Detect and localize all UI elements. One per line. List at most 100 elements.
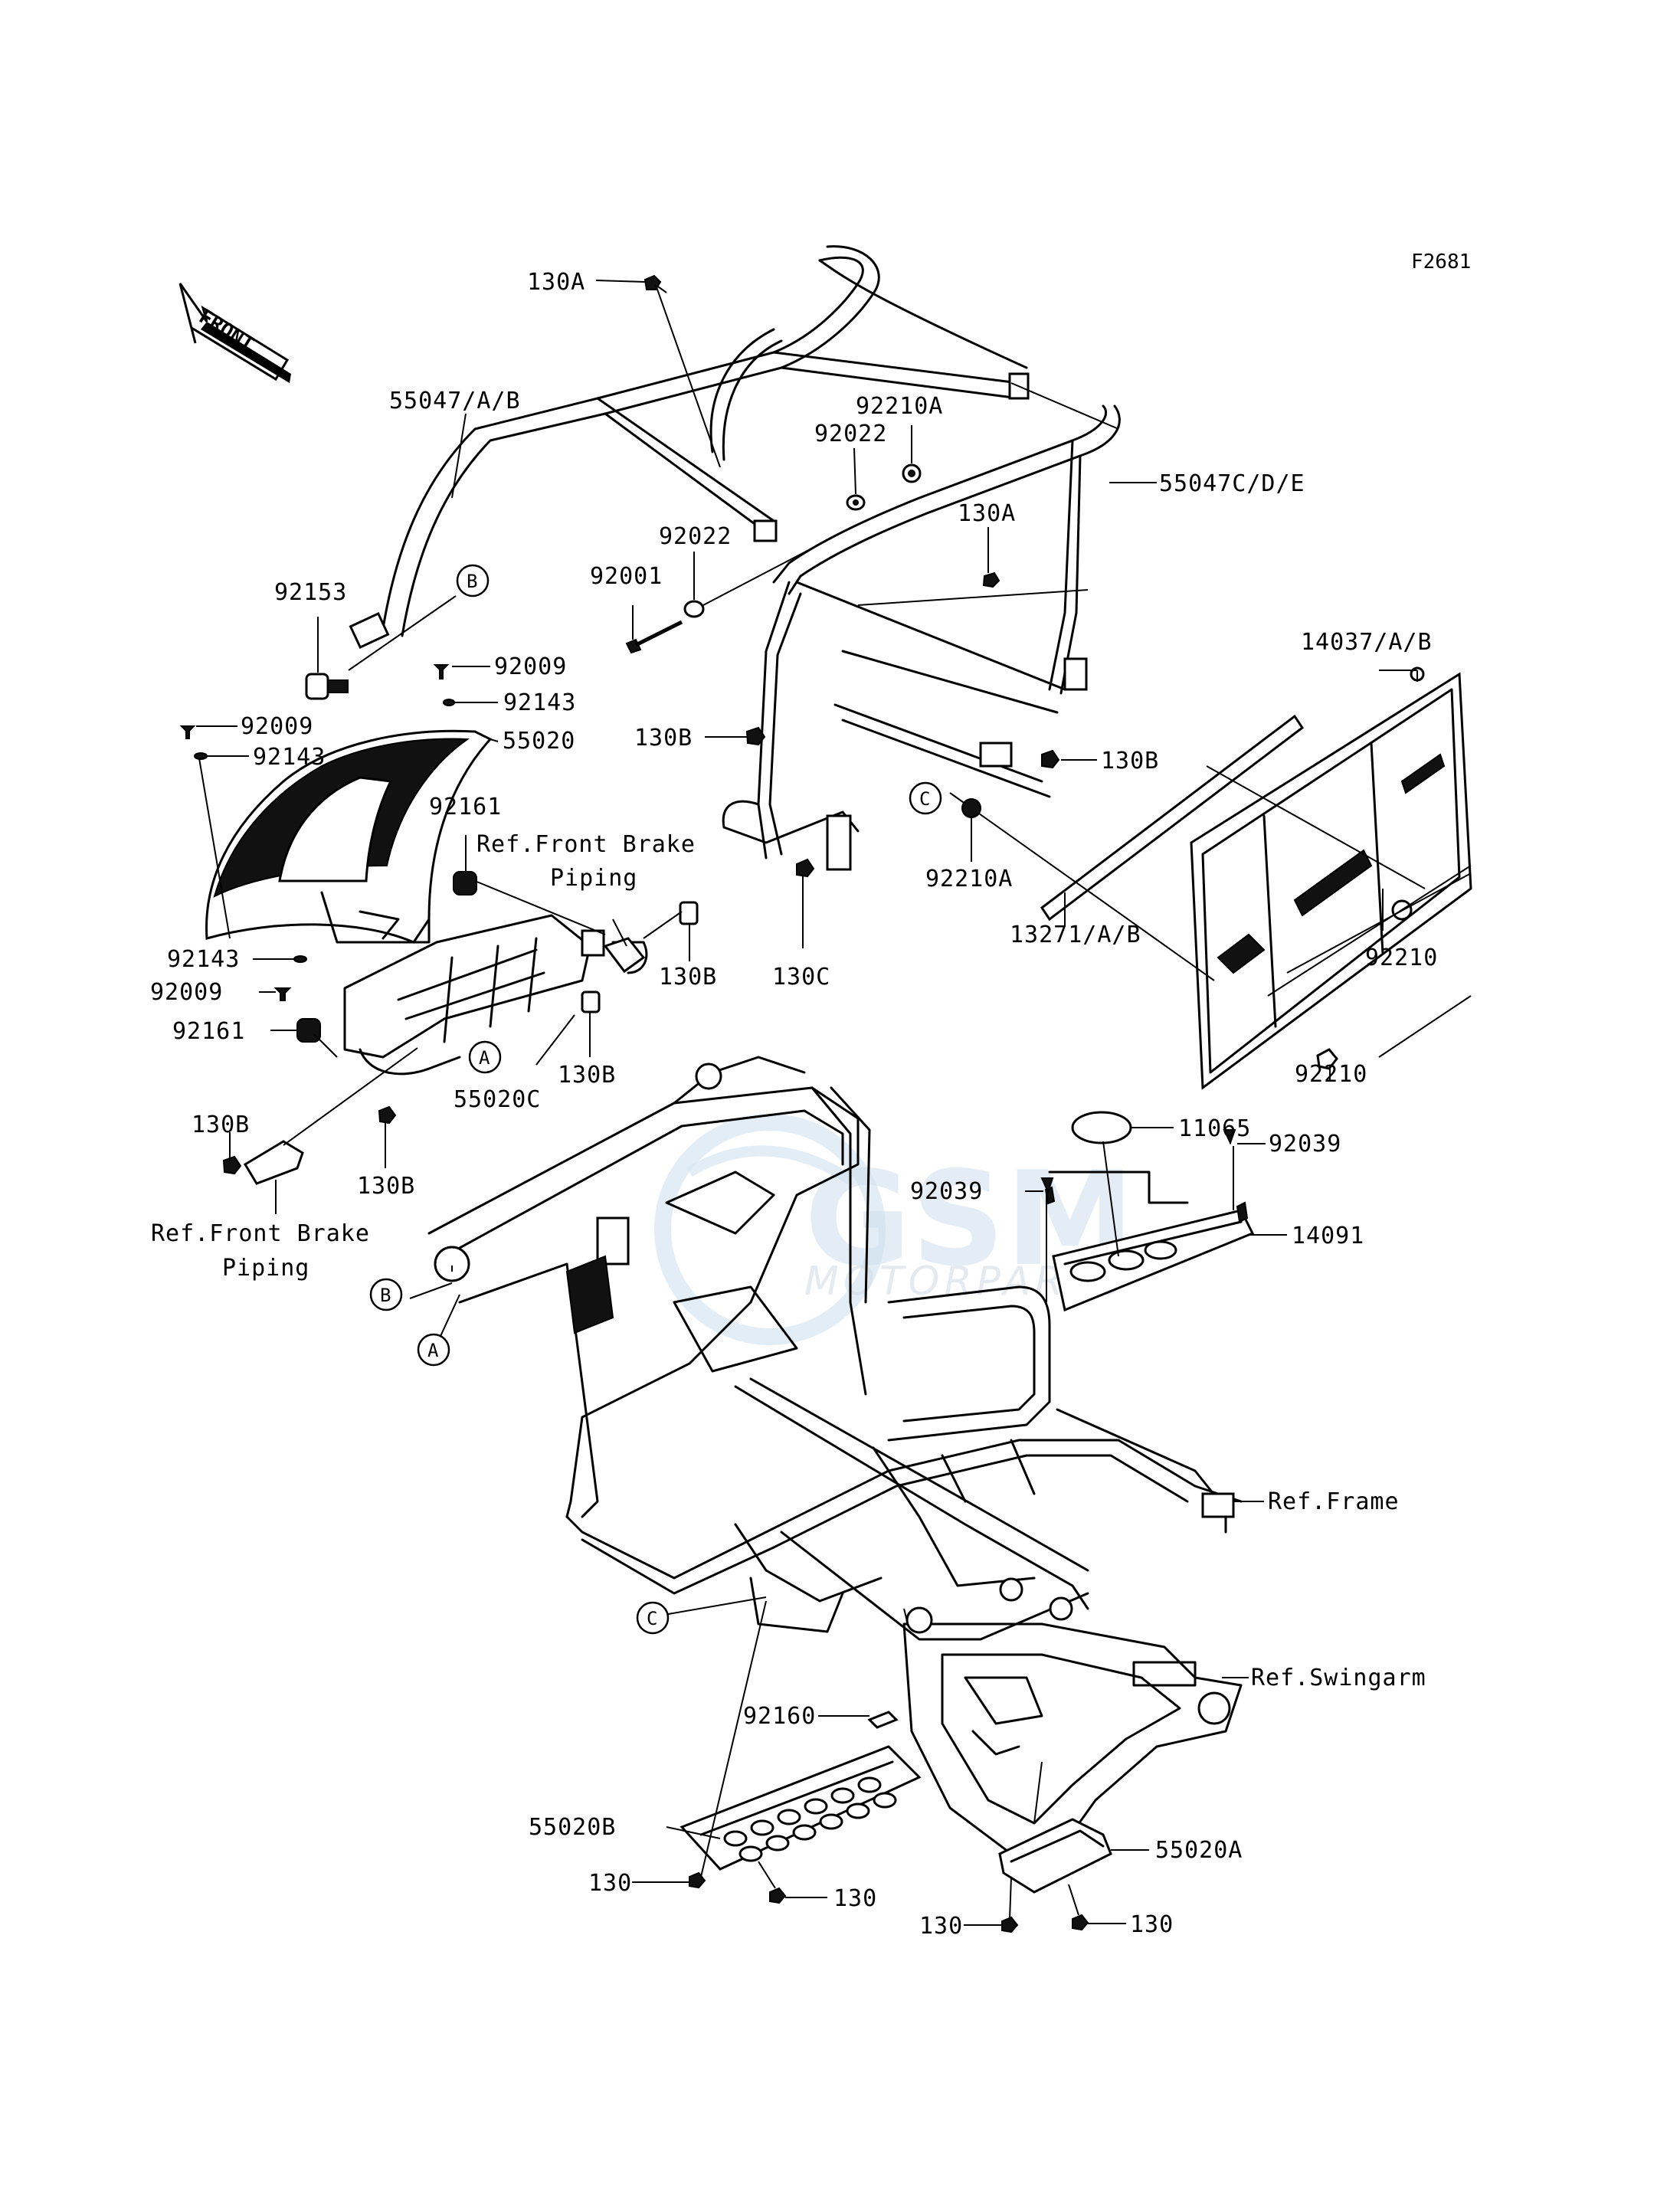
bolt-130C-icon xyxy=(796,858,815,878)
callout-130B-b: 130B xyxy=(1101,748,1159,774)
callout-92153: 92153 xyxy=(274,579,347,606)
ref-marker-C-low: C xyxy=(636,1601,670,1635)
bolt-130B-b-icon xyxy=(1041,749,1060,769)
callout-ref-frame: Ref.Frame xyxy=(1268,1488,1400,1515)
bolt-130-b-icon xyxy=(769,1887,787,1904)
ref-marker-B-top: B xyxy=(456,564,490,598)
bolt-130-a-icon xyxy=(689,1871,706,1889)
callout-130-b: 130 xyxy=(833,1885,877,1912)
callout-92001: 92001 xyxy=(590,563,663,590)
cover-plate xyxy=(1044,1111,1255,1312)
callout-92009-a: 92009 xyxy=(494,653,567,680)
screw-92009-a-icon xyxy=(433,664,450,679)
bolt-130B-d-icon xyxy=(581,990,601,1013)
bolt-130B-c-icon xyxy=(679,901,699,925)
callout-14091: 14091 xyxy=(1292,1223,1364,1249)
svg-text:C: C xyxy=(647,1608,657,1629)
callout-ref-front-brake-1a: Ref.Front Brake xyxy=(476,831,696,858)
bolt-130B-a-icon xyxy=(745,726,766,746)
callout-ref-front-brake-2a: Ref.Front Brake xyxy=(151,1220,370,1247)
bolt-130-d-icon xyxy=(1072,1914,1089,1931)
callout-92039-a: 92039 xyxy=(1269,1131,1341,1157)
callout-92210A-mid: 92210A xyxy=(925,866,1013,892)
front-bracket xyxy=(343,914,648,1076)
brake-clamp-upper-icon xyxy=(603,937,646,974)
hardware xyxy=(179,274,1236,1933)
front-cowl xyxy=(205,729,493,944)
bolt-92153-icon xyxy=(305,673,349,700)
callout-92009-c: 92009 xyxy=(150,979,223,1006)
callout-92210-a: 92210 xyxy=(1365,945,1438,971)
callout-130-a: 130 xyxy=(588,1870,632,1897)
ref-marker-B-low: B xyxy=(369,1278,403,1311)
pin-92039-b-icon xyxy=(1040,1177,1054,1194)
callout-55020C: 55020C xyxy=(454,1086,541,1113)
svg-text:B: B xyxy=(380,1285,391,1306)
nut-92210A-top-icon xyxy=(902,463,922,483)
callout-130-c: 130 xyxy=(919,1913,963,1940)
ref-marker-A-mid: A xyxy=(468,1040,502,1074)
callout-130-d: 130 xyxy=(1130,1911,1174,1938)
callout-92009-b: 92009 xyxy=(241,713,313,740)
callout-labels: 130A 55047/A/B 92210A 92022 55047C/D/E 1… xyxy=(150,269,1438,1940)
callout-55020A: 55020A xyxy=(1155,1837,1243,1864)
callout-92161-b: 92161 xyxy=(172,1018,245,1045)
callout-92143-a: 92143 xyxy=(503,689,576,716)
mesh-panel xyxy=(949,666,1472,1090)
callout-92039-b: 92039 xyxy=(910,1178,983,1205)
nut-92210A-mid-icon xyxy=(961,798,981,818)
screw-92009-c-icon xyxy=(273,987,292,1001)
bolt-130B-f-icon xyxy=(222,1155,242,1175)
bolt-92001-icon xyxy=(625,620,683,654)
clip-92143-b-icon xyxy=(194,752,208,760)
bolt-130-c-icon xyxy=(1001,1916,1019,1933)
svg-text:A: A xyxy=(427,1340,439,1361)
watermark-globe-icon xyxy=(654,1114,886,1345)
callout-55047-ab: 55047/A/B xyxy=(389,388,521,414)
callout-92210-b: 92210 xyxy=(1295,1061,1367,1088)
bolt-130A-mid-icon xyxy=(982,571,1000,588)
callout-ref-front-brake-1b: Piping xyxy=(550,865,637,892)
callout-130B-d: 130B xyxy=(558,1062,616,1089)
leader-lines xyxy=(196,280,1418,1926)
pin-92039-a-icon xyxy=(1223,1129,1236,1145)
roll-cage-front xyxy=(349,245,1030,650)
callout-130A-top: 130A xyxy=(527,269,585,296)
callout-130A-mid: 130A xyxy=(958,500,1016,527)
callout-92161-a: 92161 xyxy=(429,794,502,820)
callout-14037: 14037/A/B xyxy=(1301,629,1433,656)
callout-92022-mid: 92022 xyxy=(659,523,732,550)
callout-ref-front-brake-2b: Piping xyxy=(222,1255,309,1282)
callout-13271: 13271/A/B xyxy=(1010,922,1141,948)
ref-marker-C-top: C xyxy=(909,781,942,815)
callout-92022-top: 92022 xyxy=(814,421,887,447)
bolt-130A-top-icon xyxy=(644,274,667,293)
swingarm xyxy=(902,1606,1243,1865)
grommet-92161-b-icon xyxy=(296,1018,321,1043)
callout-92143-c: 92143 xyxy=(167,946,240,973)
callout-130B-c: 130B xyxy=(659,964,717,990)
ref-marker-A-low: A xyxy=(417,1333,450,1367)
front-direction-arrow: FRONT xyxy=(178,283,291,383)
clip-92143-c-icon xyxy=(293,955,307,963)
callout-55020: 55020 xyxy=(503,728,575,755)
svg-text:B: B xyxy=(467,571,477,592)
callout-92143-b: 92143 xyxy=(253,744,326,771)
skid-plate-rear xyxy=(998,1818,1112,1894)
skid-plate-center xyxy=(680,1711,922,1871)
washer-92022-top-icon xyxy=(846,494,866,511)
callout-ref-swingarm: Ref.Swingarm xyxy=(1251,1665,1426,1691)
skid-plate-holes xyxy=(723,1776,897,1862)
svg-text:A: A xyxy=(479,1047,490,1069)
clip-92143-a-icon xyxy=(443,699,455,706)
callout-130B-f: 130B xyxy=(357,1173,415,1200)
main-frame xyxy=(427,1056,1243,1641)
roll-cage-rear xyxy=(722,382,1121,871)
bolt-130B-e-icon xyxy=(378,1105,397,1125)
callout-11065: 11065 xyxy=(1178,1115,1251,1142)
callout-130B-e: 130B xyxy=(192,1112,250,1138)
screw-92009-b-icon xyxy=(179,725,196,739)
svg-text:C: C xyxy=(919,788,930,810)
callout-55047-cde: 55047C/D/E xyxy=(1159,470,1305,497)
